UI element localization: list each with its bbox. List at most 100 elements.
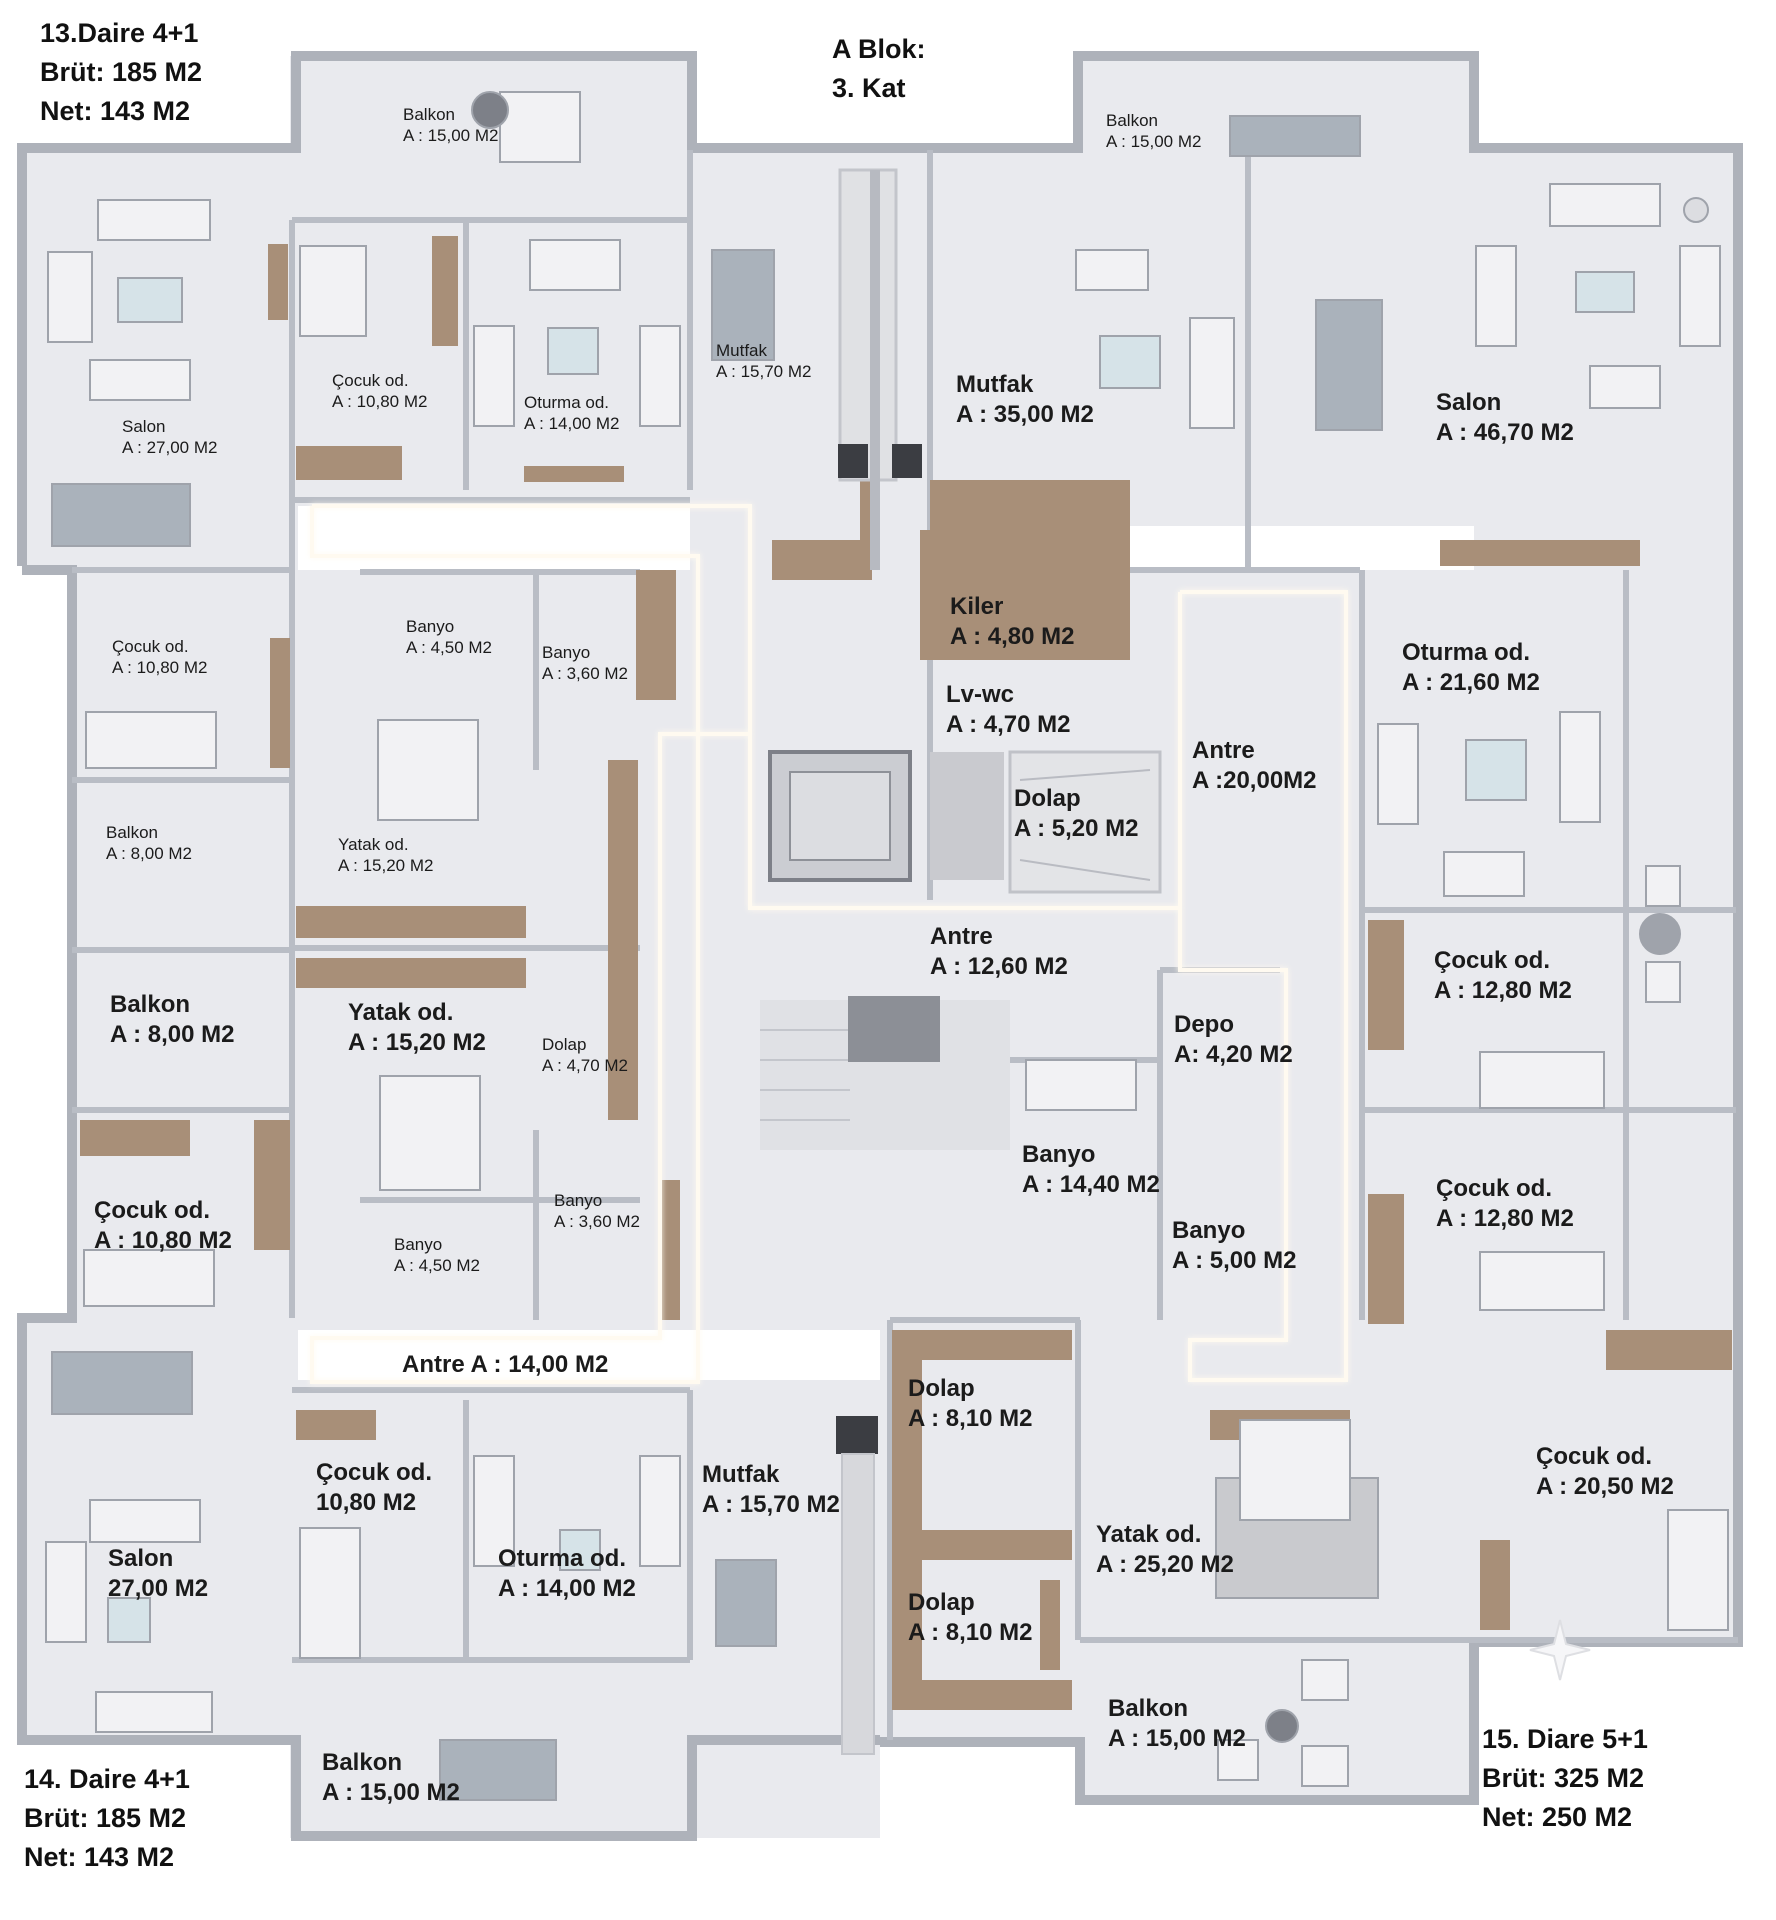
room-text: Çocuk od. xyxy=(112,637,189,656)
room-label: Çocuk od.10,80 M2 xyxy=(316,1458,432,1518)
room-label: Yatak od. A : 15,20 M2 xyxy=(338,834,433,877)
room-text: A : 15,00 M2 xyxy=(403,126,499,146)
room-label: Balkon A : 15,00 M2 xyxy=(322,1748,460,1808)
room-text: Antre A : 14,00 M2 xyxy=(402,1351,609,1378)
building-footprint xyxy=(22,56,1738,1838)
room-label: Yatak od.A : 25,20 M2 xyxy=(1096,1520,1234,1580)
room-text: Oturma od. xyxy=(498,1545,627,1572)
room-text: A : 14,00 M2 xyxy=(524,414,620,434)
room-text: A : 5,00 M2 xyxy=(1172,1247,1297,1274)
furniture xyxy=(45,91,1729,1801)
room-text: Lv-wc xyxy=(946,681,1015,708)
room-text: Balkon xyxy=(403,105,455,124)
room-text: A : 8,00 M2 xyxy=(106,844,192,864)
wood-panels xyxy=(80,236,1732,1710)
room-text: Oturma od. xyxy=(524,393,610,412)
room-label: Balkon A : 15,00 M2 xyxy=(403,104,498,147)
room-label: Yatak od.A : 15,20 M2 xyxy=(348,998,486,1058)
room-text: Dolap xyxy=(908,1375,975,1402)
room-label: Çocuk od.A : 10,80 M2 xyxy=(112,636,207,679)
room-label: Antre A : 14,00 M2 xyxy=(402,1350,608,1380)
room-text: Çocuk od. xyxy=(1536,1443,1653,1470)
room-label: Oturma od. A : 14,00 M2 xyxy=(524,392,619,435)
room-text: A : 12,80 M2 xyxy=(1434,977,1572,1004)
room-text: Banyo xyxy=(1022,1141,1096,1168)
unit-14-name: 14. Daire 4+1 xyxy=(24,1764,190,1794)
block-floor-title: A Blok: 3. Kat xyxy=(832,30,926,108)
room-label: Balkon A : 8,00 M2 xyxy=(110,990,235,1050)
room-text: A : 15,00 M2 xyxy=(322,1779,460,1806)
room-text: Banyo xyxy=(542,643,591,662)
room-text: A : 8,10 M2 xyxy=(908,1619,1033,1646)
interior-walls xyxy=(72,150,1738,1740)
compass-star-icon xyxy=(1529,1619,1591,1681)
room-label: Lv-wc A : 4,70 M2 xyxy=(946,680,1071,740)
room-text: A : 10,80 M2 xyxy=(332,392,428,412)
room-text: 27,00 M2 xyxy=(108,1575,209,1602)
room-text: Balkon xyxy=(322,1749,403,1776)
room-text: Dolap xyxy=(908,1589,975,1616)
room-label: Mutfak A : 15,70 M2 xyxy=(702,1460,840,1520)
unit-15-info: 15. Diare 5+1 Brüt: 325 M2 Net: 250 M2 xyxy=(1482,1720,1648,1837)
room-text: A : 35,00 M2 xyxy=(956,401,1094,428)
room-text: Salon xyxy=(108,1545,174,1572)
room-text: A : 3,60 M2 xyxy=(554,1212,640,1232)
room-text: Depo xyxy=(1174,1011,1234,1038)
outer-walls xyxy=(17,51,1743,1841)
room-text: Çocuk od. xyxy=(94,1197,211,1224)
room-text: Salon xyxy=(1436,389,1502,416)
unit-13-info: 13.Daire 4+1 Brüt: 185 M2 Net: 143 M2 xyxy=(40,14,202,131)
room-text: Balkon xyxy=(110,991,191,1018)
room-text: A : 5,20 M2 xyxy=(1014,815,1139,842)
room-label: Depo A: 4,20 M2 xyxy=(1174,1010,1293,1070)
room-text: A : 15,20 M2 xyxy=(338,856,434,876)
room-text: Balkon xyxy=(106,823,158,842)
room-label: Salon 27,00 M2 xyxy=(108,1544,208,1604)
room-label: Balkon A : 8,00 M2 xyxy=(106,822,192,865)
room-text: A : 15,00 M2 xyxy=(1106,132,1202,152)
room-text: Yatak od. xyxy=(1096,1521,1202,1548)
room-label: Banyo A : 4,50 M2 xyxy=(394,1234,480,1277)
room-text: A : 4,70 M2 xyxy=(542,1056,628,1076)
room-text: A : 10,80 M2 xyxy=(94,1227,232,1254)
room-label: Çocuk od. A : 10,80 M2 xyxy=(94,1196,232,1256)
room-text: Antre xyxy=(1192,737,1255,764)
unit-13-gross: Brüt: 185 M2 xyxy=(40,57,203,88)
unit-15-gross: Brüt: 325 M2 xyxy=(1482,1763,1645,1794)
room-text: A : 15,20 M2 xyxy=(348,1029,486,1056)
room-text: 10,80 M2 xyxy=(316,1489,417,1516)
room-text: Dolap xyxy=(1014,785,1081,812)
room-text: Yatak od. xyxy=(338,835,409,854)
room-text: Çocuk od. xyxy=(1434,947,1551,974)
room-text: A : 4,50 M2 xyxy=(406,638,492,658)
room-text: A : 46,70 M2 xyxy=(1436,419,1574,446)
building-core xyxy=(760,168,1162,1755)
room-text: A : 15,70 M2 xyxy=(702,1491,840,1518)
room-text: A : 15,70 M2 xyxy=(716,362,812,382)
room-text: A : 4,70 M2 xyxy=(946,711,1071,738)
room-text: Banyo xyxy=(394,1235,443,1254)
unit-13-net: Net: 143 M2 xyxy=(40,96,191,127)
room-text: A : 8,00 M2 xyxy=(110,1021,235,1048)
room-text: Mutfak xyxy=(702,1461,780,1488)
room-text: A: 4,20 M2 xyxy=(1174,1041,1293,1068)
room-label: Dolap A : 8,10 M2 xyxy=(908,1588,1033,1648)
room-text: A : 4,50 M2 xyxy=(394,1256,480,1276)
room-text: A : 20,50 M2 xyxy=(1536,1473,1674,1500)
unit-14-net: Net: 143 M2 xyxy=(24,1842,175,1873)
block-label: A Blok: xyxy=(832,34,926,64)
unit-15-net: Net: 250 M2 xyxy=(1482,1802,1633,1833)
floor-label: 3. Kat xyxy=(832,73,906,104)
room-label: Çocuk od.A : 12,80 M2 xyxy=(1436,1174,1574,1234)
room-text: Çocuk od. xyxy=(332,371,409,390)
